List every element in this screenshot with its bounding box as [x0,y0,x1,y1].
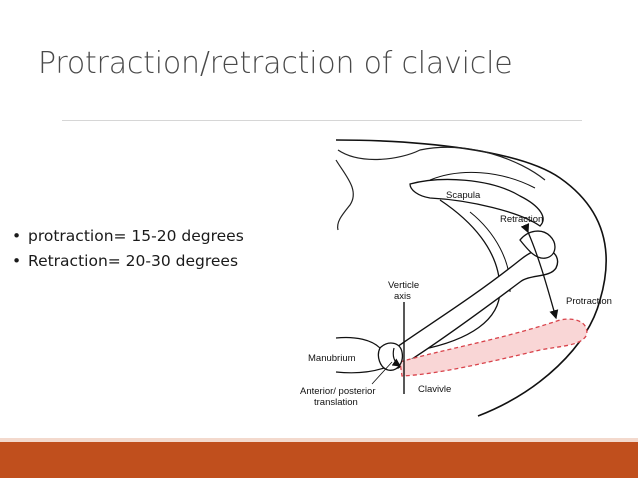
clavicle-diagram: Scapula Retraction Protraction Verticle … [300,139,612,417]
motion-arc-arrow [520,223,559,320]
footer-accent-bar [0,442,638,478]
label-protraction: Protraction [566,296,612,307]
label-retraction: Retraction [500,214,543,225]
scapula-inner-line [429,172,536,189]
upper-contour [337,146,546,181]
label-verticle-axis-2: axis [394,291,411,302]
bullet-list: protraction= 15-20 degrees Retraction= 2… [10,224,244,274]
sternoclavicular-joint [377,342,404,371]
translation-pointer [371,361,393,385]
label-manubrium: Manubrium [308,353,356,364]
acromion-joint [519,230,556,259]
footer-accent-line [0,438,638,442]
translation-arrow [391,347,401,367]
label-scapula: Scapula [446,190,481,201]
label-clavicle: Clavivle [418,384,451,395]
slide-title: Protraction/retraction of clavicle [38,46,513,81]
label-translation-2: translation [314,397,358,408]
manubrium-outline [335,336,385,374]
inner-contour-left [335,159,354,231]
bullet-retraction: Retraction= 20-30 degrees [10,249,244,274]
label-translation-1: Anterior/ posterior [300,386,376,397]
title-divider [62,120,582,121]
protracted-clavicle [399,318,588,377]
label-verticle-axis-1: Verticle [388,280,419,291]
bullet-protraction: protraction= 15-20 degrees [10,224,244,249]
